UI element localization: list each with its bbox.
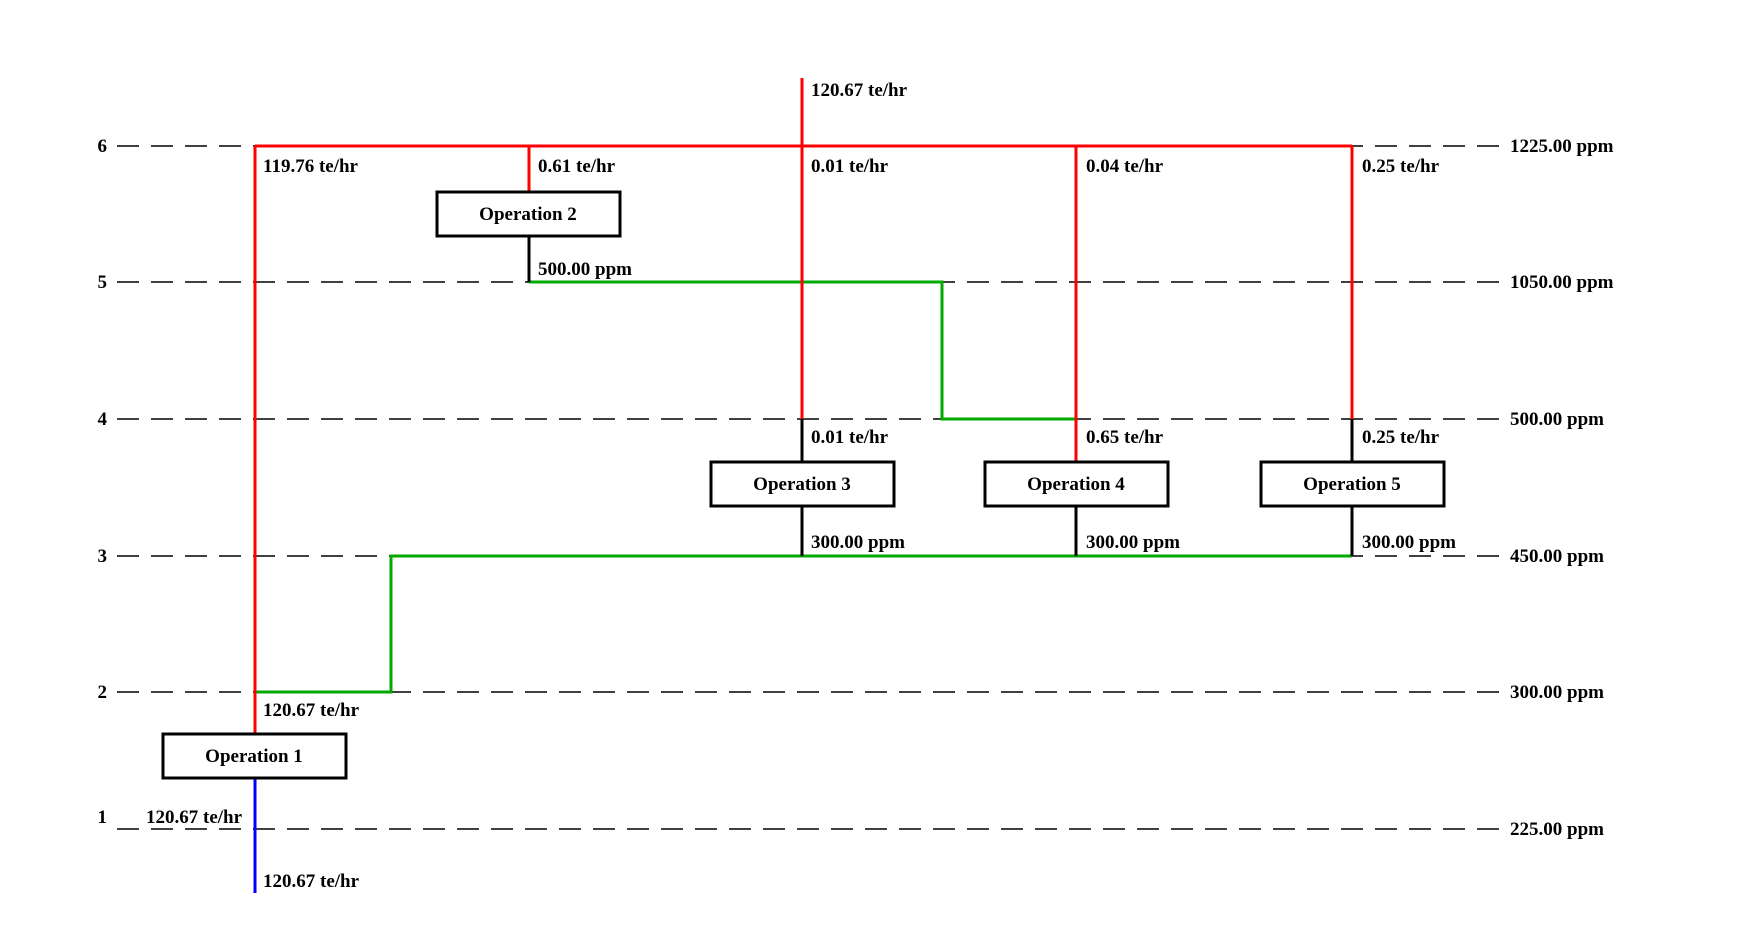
op3-inlet-label: 0.01 te/hr <box>811 427 889 448</box>
op4-outlet-label: 300.00 ppm <box>1086 532 1180 553</box>
reused-water-lines <box>255 280 1352 694</box>
concentration-label-2: 300.00 ppm <box>1510 682 1604 703</box>
concentration-label-3: 450.00 ppm <box>1510 546 1604 567</box>
operation-4-name: Operation 4 <box>1027 474 1125 495</box>
operation-boxes <box>161 190 1446 780</box>
operation-3-name: Operation 3 <box>753 474 851 495</box>
concentration-label-1: 225.00 ppm <box>1510 819 1604 840</box>
source-flow-label: 120.67 te/hr <box>811 80 908 101</box>
branch-op2-label: 0.61 te/hr <box>538 156 616 177</box>
operation-1-name: Operation 1 <box>205 746 303 767</box>
branch-op4-top-label: 0.04 te/hr <box>1086 156 1164 177</box>
freshwater-lines <box>253 78 1354 734</box>
flow-labels: 120.67 te/hr 119.76 te/hr 0.61 te/hr 0.0… <box>146 80 1456 892</box>
operation-5-name: Operation 5 <box>1303 474 1401 495</box>
branch-op5-top-label: 0.25 te/hr <box>1362 156 1440 177</box>
black-connectors <box>527 236 1354 556</box>
level-number-1: 1 <box>98 807 108 828</box>
branch-op3-top-label: 0.01 te/hr <box>811 156 889 177</box>
op2-to-op4-line <box>529 280 1076 421</box>
op3-outlet-label: 300.00 ppm <box>811 532 905 553</box>
level-number-3: 3 <box>98 546 108 567</box>
op1-to-level3-line <box>255 554 1352 694</box>
operation-2-name: Operation 2 <box>479 204 577 225</box>
op5-outlet-label: 300.00 ppm <box>1362 532 1456 553</box>
op2-outlet-label: 500.00 ppm <box>538 259 632 280</box>
concentration-label-4: 500.00 ppm <box>1510 409 1604 430</box>
level-number-6: 6 <box>98 136 108 157</box>
op5-inlet-label: 0.25 te/hr <box>1362 427 1440 448</box>
level-number-5: 5 <box>98 272 108 293</box>
branch-op1-top-label: 119.76 te/hr <box>263 156 359 177</box>
concentration-labels: 1225.00 ppm 1050.00 ppm 500.00 ppm 450.0… <box>1510 136 1614 840</box>
level-numbers: 6 5 4 3 2 1 <box>98 136 108 828</box>
operation-5-box[interactable] <box>1259 460 1446 508</box>
wastewater-out-label: 120.67 te/hr <box>263 871 360 892</box>
operation-3-box[interactable] <box>709 460 896 508</box>
level-number-4: 4 <box>98 409 108 430</box>
operation-4-box[interactable] <box>983 460 1170 508</box>
concentration-label-5: 1050.00 ppm <box>1510 272 1614 293</box>
op1-outlet-label: 120.67 te/hr <box>146 807 243 828</box>
operation-2-box[interactable] <box>435 190 622 238</box>
op4-inlet-label: 0.65 te/hr <box>1086 427 1164 448</box>
concentration-label-6: 1225.00 ppm <box>1510 136 1614 157</box>
operation-names: Operation 2 Operation 3 Operation 4 Oper… <box>205 204 1401 767</box>
level-number-2: 2 <box>98 682 108 703</box>
op1-inlet-label: 120.67 te/hr <box>263 700 360 721</box>
operation-1-box[interactable] <box>161 732 348 780</box>
